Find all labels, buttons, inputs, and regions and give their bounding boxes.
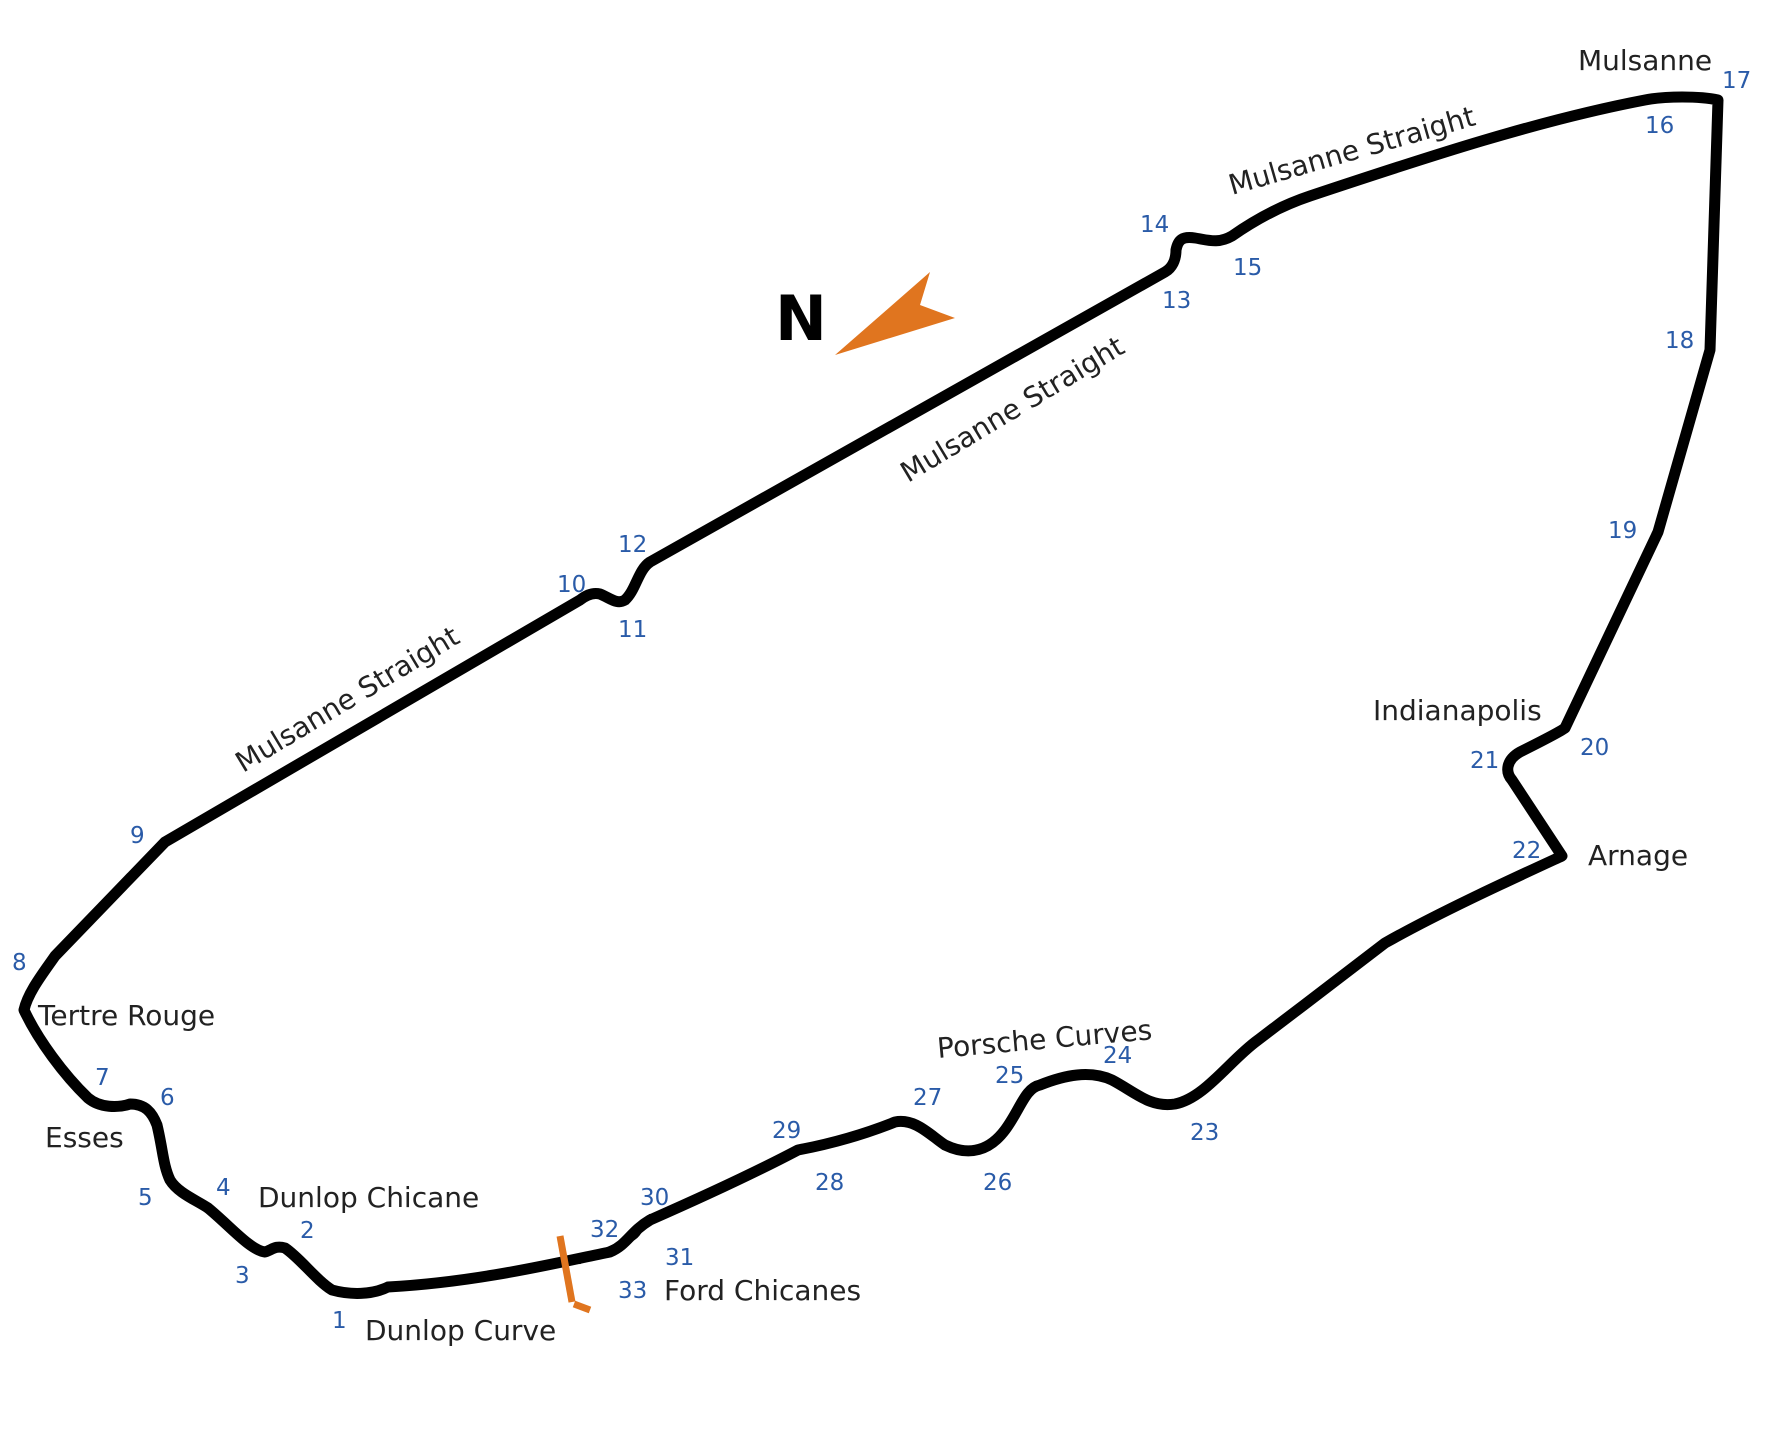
label-dunlop-chicane: Dunlop Chicane (258, 1181, 479, 1214)
label-mulsanne: Mulsanne (1578, 44, 1712, 77)
corner-number: 22 (1512, 838, 1541, 864)
corner-number: 1 (332, 1308, 347, 1334)
corner-number: 5 (138, 1185, 153, 1211)
corner-number: 3 (235, 1263, 250, 1289)
corner-number: 2 (300, 1218, 315, 1244)
north-arrow-icon (835, 272, 955, 355)
label-dunlop-curve: Dunlop Curve (365, 1314, 556, 1347)
label-arnage: Arnage (1588, 839, 1688, 872)
corner-number: 8 (12, 950, 27, 976)
label-ford-chicanes: Ford Chicanes (664, 1274, 861, 1307)
label-indianapolis: Indianapolis (1373, 694, 1542, 727)
ford-chicane-inner-track (578, 1214, 652, 1264)
corner-number: 28 (815, 1170, 844, 1196)
corner-number: 15 (1233, 255, 1262, 281)
corner-number: 29 (772, 1118, 801, 1144)
corner-number: 11 (618, 617, 647, 643)
north-label: N (775, 282, 827, 355)
corner-number: 13 (1162, 288, 1191, 314)
corner-number: 21 (1470, 748, 1499, 774)
corner-number: 18 (1665, 328, 1694, 354)
corner-number: 23 (1190, 1120, 1219, 1146)
corner-number: 10 (557, 572, 586, 598)
corner-number: 16 (1645, 113, 1674, 139)
track-outline (18, 91, 1724, 1299)
start-finish-line-icon (556, 1235, 592, 1314)
corner-number: 32 (590, 1217, 619, 1243)
corner-number: 24 (1103, 1043, 1132, 1069)
corner-number: 9 (130, 823, 145, 849)
corner-number: 31 (665, 1245, 694, 1271)
corner-number: 12 (618, 532, 647, 558)
corner-number: 7 (95, 1065, 110, 1091)
corner-number: 6 (160, 1085, 175, 1111)
corner-number: 27 (913, 1085, 942, 1111)
corner-number: 33 (618, 1278, 647, 1304)
label-esses: Esses (45, 1121, 124, 1154)
corner-number: 19 (1608, 518, 1637, 544)
corner-number: 4 (216, 1175, 231, 1201)
corner-number: 20 (1580, 735, 1609, 761)
corner-number: 25 (995, 1063, 1024, 1089)
corner-number: 30 (640, 1185, 669, 1211)
corner-number: 14 (1140, 212, 1169, 238)
corner-number: 26 (983, 1170, 1012, 1196)
label-tertre-rouge: Tertre Rouge (37, 999, 215, 1032)
straight-label-1: Mulsanne Straight (230, 619, 465, 779)
corner-number: 17 (1722, 68, 1751, 94)
